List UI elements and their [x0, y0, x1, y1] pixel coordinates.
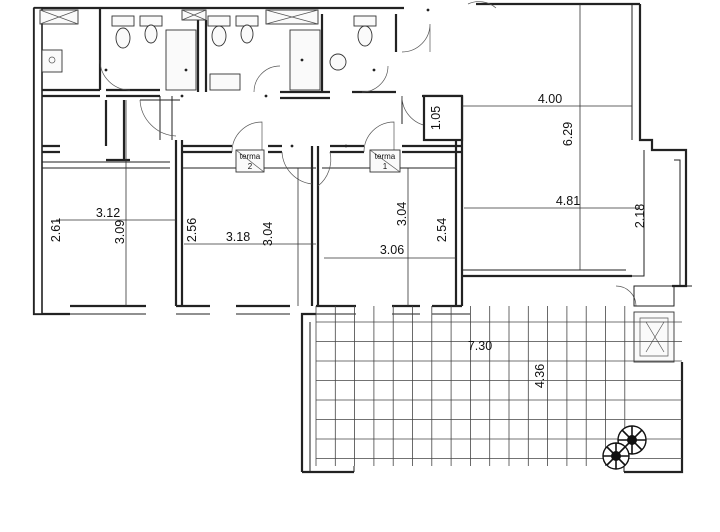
door-swing [231, 121, 263, 153]
toilet-icon [111, 15, 135, 49]
washer-icon [633, 311, 675, 363]
hallway [42, 94, 464, 306]
closet-label: 1.05 [429, 106, 443, 130]
room-mid-width-label: 3.18 [226, 230, 250, 244]
door-swing [139, 99, 177, 137]
door-swing [615, 285, 637, 307]
room-left-depth-label: 3.09 [113, 220, 127, 244]
door-swing [467, 1, 497, 9]
room-left-side-label: 2.61 [49, 218, 63, 242]
terrace-depth-label: 4.36 [533, 364, 547, 388]
dimension-lines [56, 4, 640, 306]
toilet-icon [353, 15, 377, 47]
living-depth-label: 6.29 [561, 122, 575, 146]
room-right-depth-label: 3.04 [395, 202, 409, 226]
terrace [300, 306, 684, 474]
room-mid-depth-label: 3.04 [261, 222, 275, 246]
terrace-wall [300, 312, 684, 474]
toilet-icon [235, 15, 259, 44]
terma-2-number: 2 [248, 162, 253, 171]
terma-1-number: 1 [383, 162, 388, 171]
closet [422, 94, 464, 142]
door-swing [401, 23, 431, 53]
living-side-label: 2.18 [633, 204, 647, 228]
shower-icon [165, 29, 197, 91]
terma-2-box: terma 2 [235, 149, 265, 173]
door-swing [281, 151, 313, 185]
terrace-width-label: 7.30 [468, 339, 492, 353]
sink-icon [329, 53, 347, 71]
living-top-width-label: 4.00 [538, 92, 562, 106]
room-right-width-label: 3.06 [380, 243, 404, 257]
living-width-label: 4.81 [556, 194, 580, 208]
sink-icon [209, 73, 241, 91]
plant-icon [602, 442, 630, 470]
room-left-width-label: 3.12 [96, 206, 120, 220]
sink-icon [41, 49, 63, 73]
terma-2-label: terma [240, 152, 261, 161]
bathrooms [39, 8, 398, 140]
room-right-side-label: 2.54 [435, 218, 449, 242]
room-mid-side-label: 2.56 [185, 218, 199, 242]
exterior-wall-top [34, 2, 640, 10]
right-utility-box [633, 285, 675, 307]
toilet-icon [139, 15, 163, 44]
door-swing [363, 121, 395, 153]
door-swing [253, 65, 281, 93]
living-right-wall [638, 4, 688, 288]
light-points [104, 8, 430, 148]
door-swing [99, 59, 131, 91]
toilet-icon [207, 15, 231, 47]
door-swing [361, 65, 389, 93]
terma-1-label: terma [375, 152, 396, 161]
building-walls [32, 2, 688, 316]
dimension-labels: 3.12 3.09 2.61 3.18 3.04 2.56 3.04 3.06 … [49, 92, 647, 388]
shower-icon [289, 29, 321, 91]
door-swings [99, 1, 637, 307]
terma-1-box: terma 1 [369, 149, 401, 173]
door-swing [317, 151, 332, 187]
